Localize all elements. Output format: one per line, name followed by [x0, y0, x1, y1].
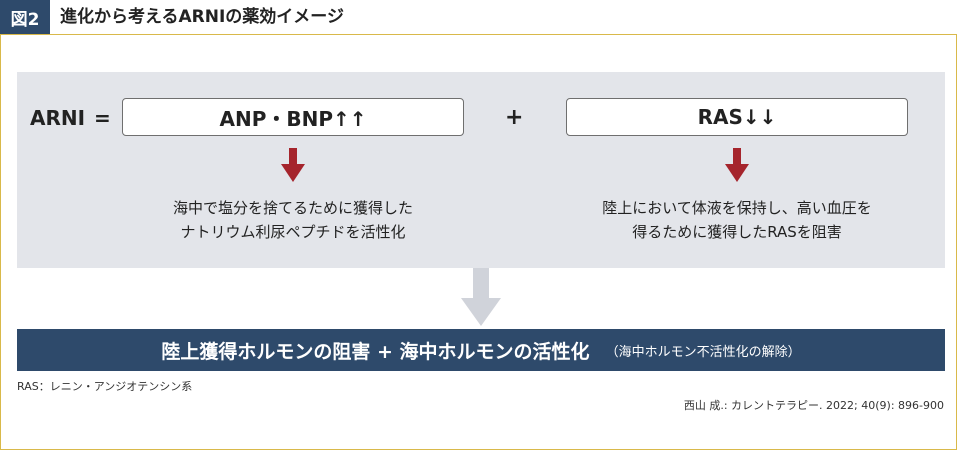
figure-frame	[0, 34, 957, 450]
description-line: 陸上において体液を保持し、高い血圧を	[602, 199, 872, 217]
anp-bnp-label: ANP・BNP↑↑	[219, 106, 367, 131]
banner-sub-text: （海中ホルモン不活性化の解除）	[605, 344, 801, 360]
description-line: 得るために獲得したRASを阻害	[632, 223, 842, 241]
ras-label: RAS↓↓	[697, 105, 777, 129]
figure-label: 図2	[0, 0, 50, 34]
anp-bnp-description: 海中で塩分を捨てるために獲得した ナトリウム利尿ペプチドを活性化	[93, 196, 493, 244]
down-arrow-icon	[461, 268, 501, 326]
figure-title: 進化から考えるARNIの薬効イメージ	[60, 7, 344, 27]
equals-sign: =	[94, 106, 111, 130]
figure-header: 図2 進化から考えるARNIの薬効イメージ	[0, 0, 960, 34]
description-line: ナトリウム利尿ペプチドを活性化	[180, 223, 406, 241]
anp-bnp-box: ANP・BNP↑↑	[122, 98, 464, 136]
footnote: RAS：レニン・アンジオテンシン系	[17, 380, 193, 393]
ras-description: 陸上において体液を保持し、高い血圧を 得るために獲得したRASを阻害	[537, 196, 937, 244]
arni-label: ARNI	[30, 106, 86, 130]
summary-banner: 陸上獲得ホルモンの阻害 + 海中ホルモンの活性化 （海中ホルモン不活性化の解除）	[17, 329, 945, 371]
down-arrow-icon	[725, 148, 749, 182]
down-arrow-icon	[281, 148, 305, 182]
description-line: 海中で塩分を捨てるために獲得した	[172, 199, 413, 217]
citation: 西山 成.: カレントテラピー. 2022; 40(9): 896-900	[683, 399, 944, 412]
ras-box: RAS↓↓	[566, 98, 908, 136]
plus-sign: +	[505, 105, 524, 130]
banner-main-text: 陸上獲得ホルモンの阻害 + 海中ホルモンの活性化	[161, 340, 590, 363]
